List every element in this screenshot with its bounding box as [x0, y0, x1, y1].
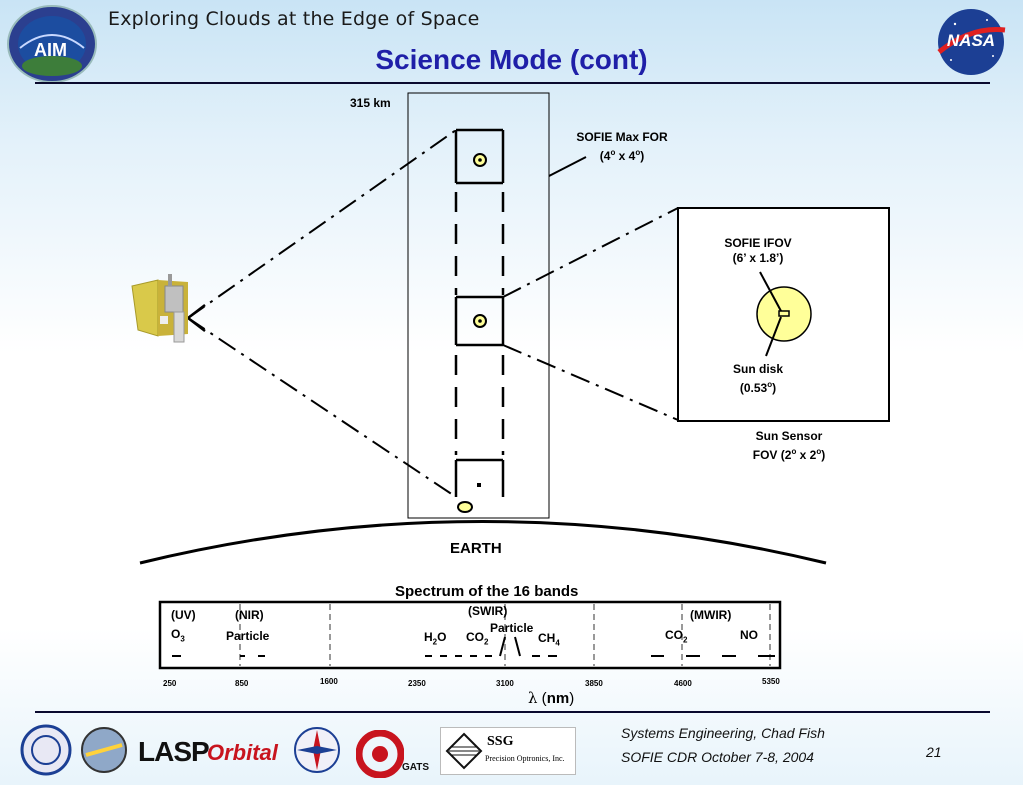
aim-logo: AIM: [6, 4, 98, 84]
zoom-line-upper: [502, 207, 679, 298]
co2-mwir-label: CO2: [665, 628, 688, 645]
tick-label: 3850: [585, 679, 603, 688]
header-divider: [35, 82, 990, 84]
sofie-max-for-label: SOFIE Max FOR (4o x 4o): [576, 130, 668, 163]
orbital-logo: Orbital: [207, 740, 278, 765]
sun-sensor-label: Sun Sensor FOV (2o x 2o): [752, 429, 826, 462]
hampton-seal-logo: [20, 724, 72, 781]
co2-swir-label: CO2: [466, 630, 489, 647]
spectrum-axis-label: λ (nm): [528, 689, 575, 707]
zoom-line-lower: [502, 344, 679, 421]
particle-nir-label: Particle: [226, 629, 270, 643]
ch4-label: CH4: [538, 631, 560, 648]
fov-box-top: [454, 128, 505, 185]
fov-box-middle: [454, 295, 505, 347]
footer-event: SOFIE CDR October 7-8, 2004: [621, 749, 814, 765]
sun-disk-circle: [756, 286, 812, 342]
aim-satellite: [131, 274, 188, 343]
cone-line-lower: [187, 317, 457, 498]
tick-label: 5350: [762, 677, 780, 686]
earth-horizon: [139, 520, 827, 565]
region-swir-label: (SWIR): [468, 604, 508, 618]
lasp-logo: LASP: [138, 736, 210, 767]
h2o-label: H2O: [424, 630, 447, 647]
o3-label: O3: [171, 627, 185, 644]
fov-box-bottom: [454, 458, 505, 513]
page-number: 21: [926, 744, 942, 760]
slide-title: Science Mode (cont): [375, 44, 648, 75]
tick-label: 2350: [408, 679, 426, 688]
gats-logo: GATS: [355, 729, 436, 779]
earth-label: EARTH: [450, 540, 502, 557]
ssg-logo: SSG Precision Optronics, Inc.: [440, 727, 576, 775]
sofie-ifov-label: SOFIE IFOV (6’ x 1.8’): [724, 236, 792, 265]
region-nir-label: (NIR): [235, 608, 264, 622]
sofie-column: [407, 92, 550, 519]
region-uv-label: (UV): [171, 608, 196, 622]
tick-label: 250: [163, 679, 177, 688]
header-title: Exploring Clouds at the Edge of Space: [108, 8, 480, 30]
compass-logo: [293, 726, 341, 779]
no-label: NO: [740, 628, 758, 642]
tick-label: 4600: [674, 679, 692, 688]
region-mwir-label: (MWIR): [690, 608, 732, 622]
spectrum-bands: [172, 636, 775, 657]
tick-label: 850: [235, 679, 249, 688]
nasa-logo: NASA: [935, 6, 1007, 78]
sun-disk-label: Sun disk (0.53o): [732, 362, 783, 395]
nasa-logo-text: NASA: [946, 31, 996, 50]
spectrum-title: Spectrum of the 16 bands: [395, 583, 579, 600]
mission-patch-logo: [80, 725, 128, 780]
tick-label: 3100: [496, 679, 514, 688]
aim-logo-text: AIM: [34, 40, 67, 60]
cone-line-upper: [187, 129, 457, 319]
footer-presenter: Systems Engineering, Chad Fish: [621, 725, 825, 741]
footer-divider: [35, 711, 990, 713]
particle-swir-label: Particle: [490, 621, 534, 635]
altitude-label: 315 km: [350, 96, 391, 110]
tick-label: 1600: [320, 677, 338, 686]
